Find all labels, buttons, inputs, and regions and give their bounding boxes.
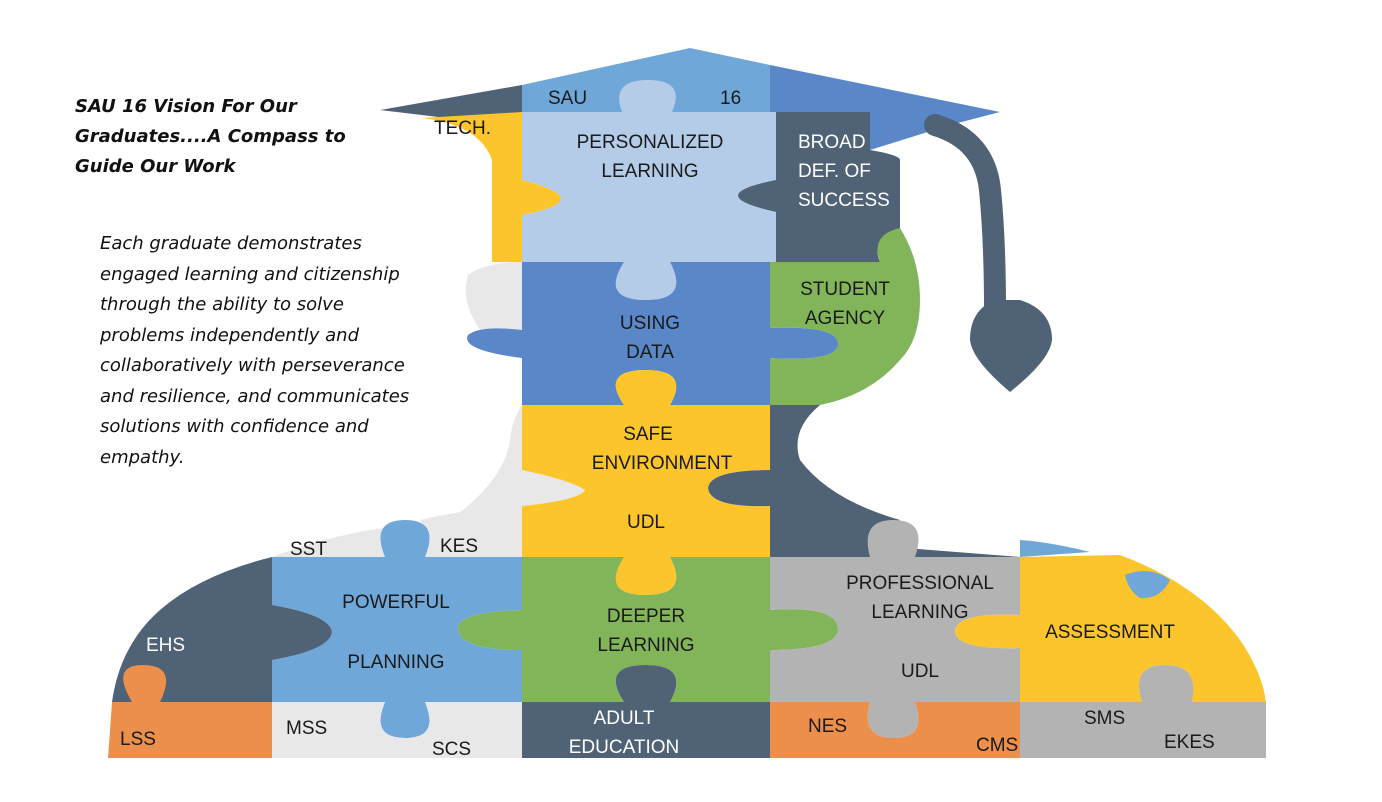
piece-broad-def-of-success (738, 112, 900, 262)
title-line: SAU 16 Vision For Our (75, 96, 297, 117)
label-professional-learning-1: PROFESSIONAL (846, 573, 994, 594)
piece-professional-learning (770, 520, 1020, 738)
vision-line: through the ability to solve (100, 294, 344, 315)
label-using-data-1: USING (620, 313, 680, 334)
piece-deeper-learning (457, 557, 838, 702)
label-powerful: POWERFUL (342, 592, 450, 613)
piece-assessment (955, 555, 1266, 702)
neck-left (450, 405, 585, 520)
label-scs: SCS (432, 739, 471, 760)
shoulder-right-top (1020, 540, 1090, 557)
label-udl-center: UDL (627, 512, 665, 533)
vision-line: engaged learning and citizenship (100, 263, 400, 285)
label-student-agency-1: STUDENT (800, 279, 890, 300)
label-professional-learning-2: LEARNING (871, 602, 968, 623)
piece-student-agency (770, 228, 920, 405)
label-ekes: EKES (1164, 732, 1215, 753)
vision-line: empathy. (100, 446, 185, 468)
base-row-puzzle (108, 665, 1266, 758)
label-mss: MSS (286, 718, 327, 739)
ear-left (465, 262, 522, 333)
piece-adult-education (522, 665, 770, 758)
cap-left-brim (380, 85, 522, 140)
vision-line: solutions with confidence and (100, 416, 369, 437)
title-line: Graduates....A Compass to (75, 126, 346, 147)
cap-tassel-cord (924, 114, 1006, 321)
label-nes: NES (808, 716, 847, 737)
label-assessment: ASSESSMENT (1045, 622, 1175, 643)
label-using-data-2: DATA (626, 342, 674, 363)
label-sau: SAU (548, 88, 587, 109)
vision-statement: Each graduate demonstrates engaged learn… (100, 229, 470, 473)
vision-line: problems independently and (100, 324, 359, 346)
piece-ehs (112, 557, 332, 702)
label-tech: TECH. (434, 118, 491, 139)
label-personalized-learning-2: LEARNING (601, 161, 698, 182)
label-broad-1: BROAD (798, 132, 866, 153)
vision-line: and resilience, and communicates (100, 385, 410, 407)
piece-kes (410, 506, 522, 557)
piece-nes-cms (770, 702, 1020, 758)
label-sms: SMS (1084, 708, 1125, 729)
label-16: 16 (720, 88, 741, 109)
assessment-knob (1125, 571, 1170, 599)
label-personalized-learning-1: PERSONALIZED (577, 132, 724, 153)
label-deeper-learning-2: LEARNING (597, 635, 694, 656)
body-puzzle (112, 506, 1266, 738)
piece-powerful-planning (272, 520, 522, 738)
label-safe-environment-2: ENVIRONMENT (592, 453, 733, 474)
piece-sms-ekes (1020, 665, 1266, 758)
piece-using-data (467, 262, 839, 405)
label-cms: CMS (976, 735, 1018, 756)
label-ehs: EHS (146, 635, 185, 656)
piece-mss-scs (272, 702, 522, 758)
label-udl-right: UDL (901, 661, 939, 682)
piece-safe-environment (522, 370, 770, 595)
cap-tassel (970, 300, 1052, 392)
puzzle-labels: SAU 16 TECH. PERSONALIZED LEARNING BROAD… (120, 88, 1215, 760)
vision-line: Each graduate demonstrates (100, 233, 362, 254)
piece-sst (272, 527, 410, 557)
label-adult-education-1: ADULT (594, 708, 655, 729)
cap-board-center (522, 48, 770, 112)
piece-personalized-learning (522, 80, 776, 300)
label-planning: PLANNING (347, 652, 444, 673)
label-student-agency-2: AGENCY (805, 308, 886, 329)
label-kes: KES (440, 536, 478, 557)
label-deeper-learning-1: DEEPER (607, 606, 685, 627)
label-broad-2: DEF. OF (798, 161, 871, 182)
head-puzzle (422, 80, 1020, 595)
title-line: Guide Our Work (75, 156, 236, 177)
vision-line: collaboratively with perseverance (100, 355, 405, 376)
neck-right (708, 405, 1020, 557)
label-broad-3: SUCCESS (798, 190, 890, 211)
piece-lss (108, 665, 272, 758)
diagram-title: SAU 16 Vision For Our Graduates....A Com… (75, 92, 405, 182)
piece-tech (422, 112, 561, 262)
label-sst: SST (290, 539, 327, 560)
label-lss: LSS (120, 729, 156, 750)
label-safe-environment-1: SAFE (623, 424, 673, 445)
label-adult-education-2: EDUCATION (569, 737, 679, 758)
